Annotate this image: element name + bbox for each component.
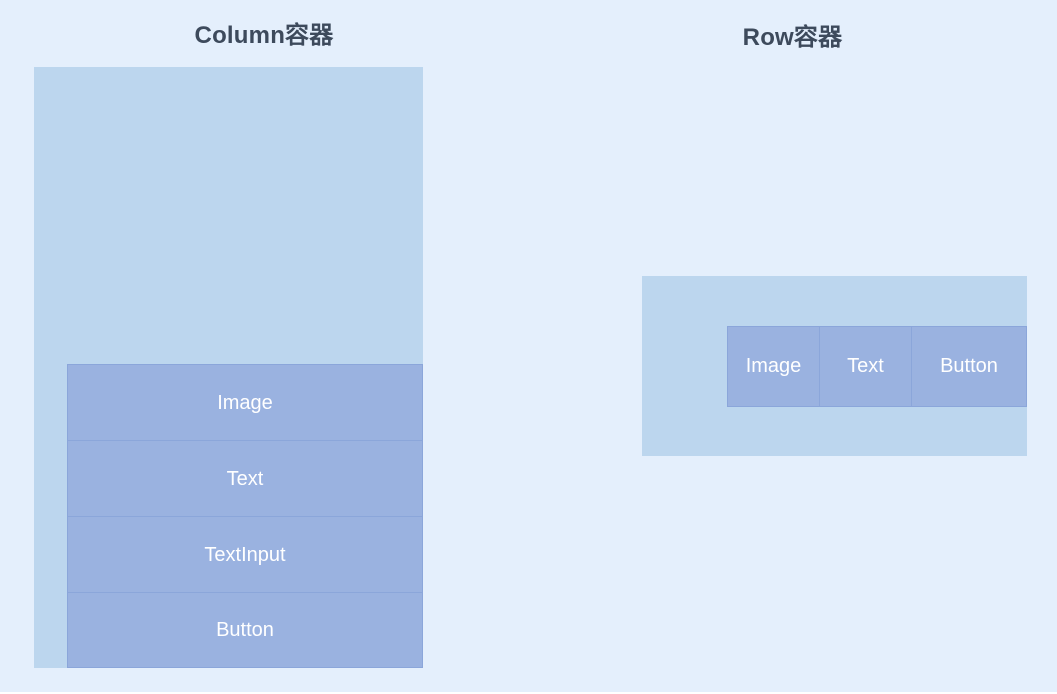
row-demo-panel: Row容器 Image Text Button: [528, 0, 1057, 694]
column-demo-panel: Column容器 Image Text TextInput Button: [0, 0, 528, 694]
column-item-textinput[interactable]: TextInput: [67, 516, 423, 592]
column-item-image-label: Image: [217, 391, 273, 414]
row-item-text[interactable]: Text: [819, 325, 911, 407]
row-container: Image Text Button: [642, 276, 1027, 456]
column-item-text-label: Text: [226, 467, 264, 490]
column-item-image[interactable]: Image: [67, 364, 423, 440]
row-panel-title: Row容器: [742, 24, 843, 51]
row-item-button-label: Button: [940, 355, 998, 377]
column-container: Image Text TextInput Button: [34, 67, 423, 668]
column-panel-title: Column容器: [194, 22, 334, 49]
column-item-button-label: Button: [216, 619, 274, 641]
column-item-button[interactable]: Button: [67, 592, 423, 668]
column-item-textinput-label: TextInput: [204, 543, 286, 566]
row-item-image-label: Image: [745, 355, 802, 377]
column-item-text[interactable]: Text: [67, 440, 423, 516]
row-item-text-label: Text: [847, 355, 884, 377]
row-item-button[interactable]: Button: [911, 325, 1027, 407]
bottom-strip: [0, 692, 1057, 694]
row-item-image[interactable]: Image: [727, 325, 819, 407]
